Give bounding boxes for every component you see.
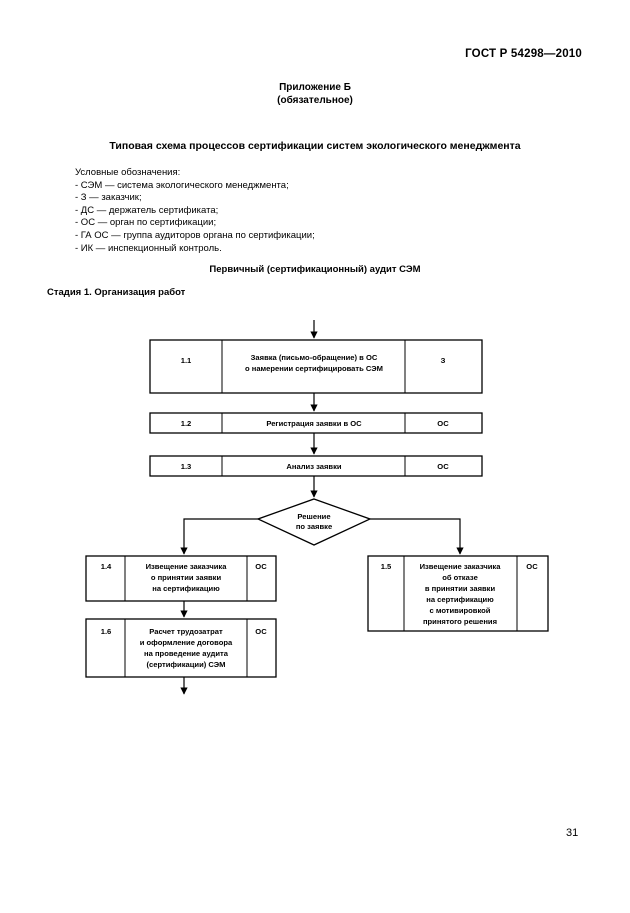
step-1-6-id: 1.6 (101, 627, 112, 636)
step-1-4-line: Извещение заказчика (146, 562, 228, 571)
page-number: 31 (566, 827, 579, 839)
step-1-5-line: на сертификацию (426, 595, 494, 604)
step-1-6-line: (сертификации) СЭМ (147, 660, 226, 669)
step-1-1-line: о намерении сертифицировать СЭМ (245, 364, 383, 373)
legend-item: - ОС — орган по сертификации; (75, 217, 217, 229)
step-1-6-actor: ОС (255, 627, 267, 636)
step-1-4-actor: ОС (255, 562, 267, 571)
arrow-decision-to-1-5 (370, 518, 464, 555)
flow-step-1-4: 1.4 Извещение заказчика о принятии заявк… (85, 555, 277, 602)
legend-heading: Условные обозначения: (75, 167, 181, 178)
step-1-3-actor: ОС (437, 462, 449, 471)
legend-item: - ДС — держатель сертификата; (75, 204, 219, 216)
step-1-5-line: об отказе (442, 573, 478, 582)
stage-title: Стадия 1. Организация работ (47, 287, 186, 298)
flow-step-1-2: 1.2 Регистрация заявки в ОС ОС (149, 412, 483, 434)
flow-step-1-1: 1.1 Заявка (письмо-обращение) в ОС о нам… (149, 339, 483, 394)
step-1-2-id: 1.2 (181, 419, 192, 428)
legend-item: - СЭМ — система экологического менеджмен… (75, 179, 289, 191)
step-1-1-line: Заявка (письмо-обращение) в ОС (251, 353, 378, 362)
flow-step-1-5: 1.5 Извещение заказчика об отказе в прин… (367, 555, 549, 632)
annex-type: (обязательное) (277, 95, 353, 106)
step-1-4-line: на сертификацию (152, 584, 220, 593)
flow-connectors (180, 320, 464, 695)
step-1-5-line: принятого решения (423, 617, 497, 626)
step-1-3-line: Анализ заявки (286, 462, 341, 471)
step-1-4-id: 1.4 (101, 562, 112, 571)
section-title: Первичный (сертификационный) аудит СЭМ (209, 264, 421, 275)
step-1-6-line: и оформление договора (140, 638, 233, 647)
flow-step-1-3: 1.3 Анализ заявки ОС (149, 455, 483, 477)
legend-item: - ГА ОС — группа аудиторов органа по сер… (75, 229, 315, 241)
step-1-5-actor: ОС (526, 562, 538, 571)
step-1-1-id: 1.1 (181, 356, 192, 365)
step-1-5-line: с мотивировкой (430, 606, 491, 615)
legend: Условные обозначения: - СЭМ — система эк… (75, 167, 315, 255)
decision-diamond: Решение по заявке (256, 498, 372, 546)
step-1-5-id: 1.5 (381, 562, 392, 571)
annex-title: Приложение Б (279, 82, 351, 93)
step-1-1-actor: З (441, 356, 446, 365)
arrow-decision-to-1-4 (180, 518, 258, 555)
step-1-2-actor: ОС (437, 419, 449, 428)
legend-item: - З — заказчик; (75, 192, 142, 204)
step-1-5-line: Извещение заказчика (420, 562, 502, 571)
flow-step-1-6: 1.6 Расчет трудозатрат и оформление дого… (85, 618, 277, 678)
document-title: Типовая схема процессов сертификации сис… (109, 140, 521, 152)
step-1-5-line: в принятии заявки (425, 584, 496, 593)
decision-line: Решение (297, 512, 330, 521)
decision-line: по заявке (296, 522, 332, 531)
step-1-6-line: на проведение аудита (144, 649, 229, 658)
standard-header: ГОСТ Р 54298—2010 (465, 48, 582, 60)
step-1-2-line: Регистрация заявки в ОС (266, 419, 362, 428)
legend-item: - ИК — инспекционный контроль. (75, 242, 222, 254)
step-1-6-line: Расчет трудозатрат (149, 627, 223, 636)
step-1-3-id: 1.3 (181, 462, 192, 471)
step-1-4-line: о принятии заявки (151, 573, 222, 582)
